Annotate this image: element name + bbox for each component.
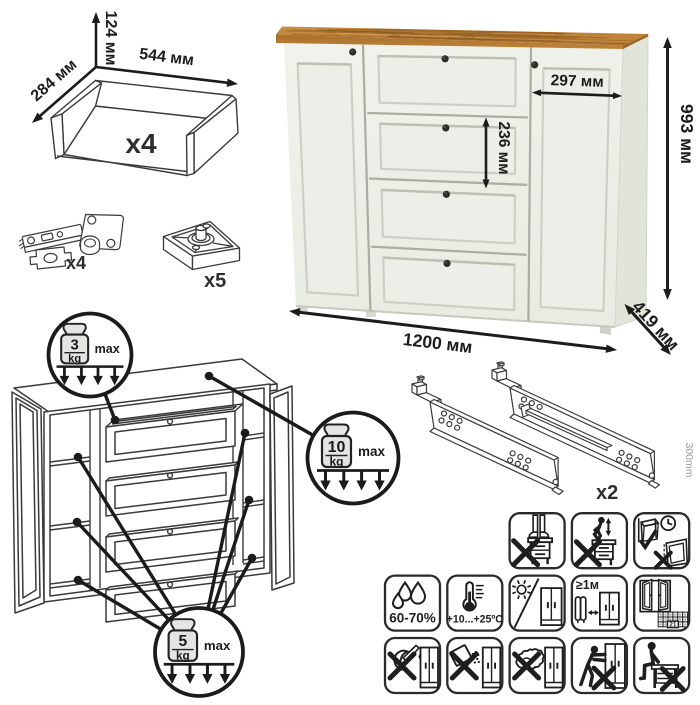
svg-text:300mm: 300mm (683, 442, 695, 477)
svg-text:≥1м: ≥1м (576, 578, 599, 592)
svg-text:max: max (204, 638, 231, 653)
svg-text:kg: kg (176, 649, 190, 662)
svg-text:60-70%: 60-70% (389, 611, 436, 626)
svg-text:max: max (358, 444, 386, 459)
svg-text:kg: kg (329, 455, 343, 469)
svg-text:x4: x4 (66, 253, 86, 273)
svg-text:kg: kg (68, 353, 81, 365)
svg-text:3: 3 (71, 337, 79, 353)
svg-text:10: 10 (328, 439, 346, 456)
svg-text:x2: x2 (596, 482, 618, 504)
svg-text:x5: x5 (204, 270, 226, 292)
svg-text:236 мм: 236 мм (495, 121, 512, 174)
svg-text:124 мм: 124 мм (102, 11, 119, 66)
svg-text:5: 5 (178, 633, 187, 650)
svg-text:max: max (95, 342, 120, 356)
svg-text:297 мм: 297 мм (550, 72, 604, 91)
svg-text:21: 21 (669, 621, 677, 628)
svg-text:544 мм: 544 мм (138, 46, 194, 70)
svg-text:x4: x4 (125, 128, 157, 159)
svg-text:993 мм: 993 мм (677, 104, 697, 164)
svg-text:+10...+25ºC: +10...+25ºC (447, 614, 504, 626)
